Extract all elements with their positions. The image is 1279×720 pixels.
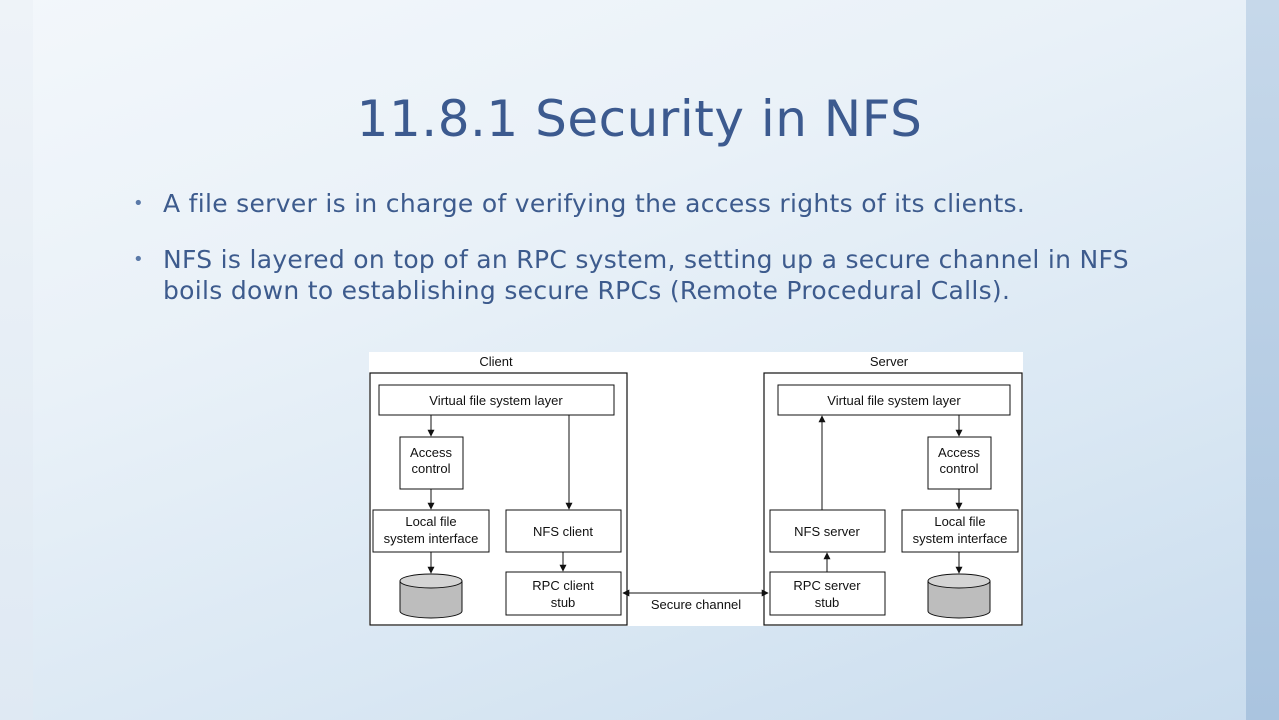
client-label: Client [479, 354, 513, 369]
bullet-item: • A file server is in charge of verifyin… [130, 188, 1170, 219]
client-access-control-box [399, 436, 464, 490]
rpc-server-stub-box [769, 571, 886, 616]
rpc-client-stub-box [505, 571, 622, 616]
slide-right-edge [1246, 0, 1279, 720]
client-access-label-2: control [411, 461, 450, 476]
rpc-client-label-1: RPC client [532, 578, 594, 593]
rpc-server-label-2: stub [815, 595, 840, 610]
nfs-client-label: NFS client [533, 524, 593, 539]
server-access-label-2: control [939, 461, 978, 476]
server-local-label-1: Local file [934, 514, 985, 529]
bullet-list: • A file server is in charge of verifyin… [130, 188, 1170, 331]
secure-channel-label: Secure channel [651, 597, 741, 612]
client-access-label-1: Access [410, 445, 452, 460]
client-vfs-box [378, 384, 615, 416]
server-label: Server [870, 354, 909, 369]
server-local-fs-box [901, 509, 1019, 553]
client-frame [369, 372, 628, 626]
server-access-control-box [927, 436, 992, 490]
server-frame [763, 372, 1023, 626]
rpc-client-label-2: stub [551, 595, 576, 610]
client-disk-icon [399, 573, 463, 619]
client-local-label-1: Local file [405, 514, 456, 529]
bullet-text: NFS is layered on top of an RPC system, … [163, 245, 1129, 305]
nfs-server-label: NFS server [794, 524, 860, 539]
slide-left-edge [0, 0, 33, 720]
bullet-text: A file server is in charge of verifying … [163, 189, 1026, 218]
bullet-dot-icon: • [133, 249, 144, 270]
bullet-item: • NFS is layered on top of an RPC system… [130, 244, 1170, 306]
slide-title: 11.8.1 Security in NFS [356, 90, 923, 148]
nfs-security-diagram: Client Virtual file system layer Access … [369, 352, 1023, 626]
server-access-label-1: Access [938, 445, 980, 460]
diagram-canvas: Client Virtual file system layer Access … [369, 354, 1023, 626]
server-vfs-label: Virtual file system layer [827, 393, 961, 408]
nfs-server-box [769, 509, 886, 553]
client-vfs-label: Virtual file system layer [429, 393, 563, 408]
bullet-dot-icon: • [133, 193, 144, 214]
server-disk-icon [927, 573, 991, 619]
server-vfs-box [777, 384, 1011, 416]
rpc-server-label-1: RPC server [793, 578, 861, 593]
server-local-label-2: system interface [913, 531, 1008, 546]
client-local-label-2: system interface [384, 531, 479, 546]
